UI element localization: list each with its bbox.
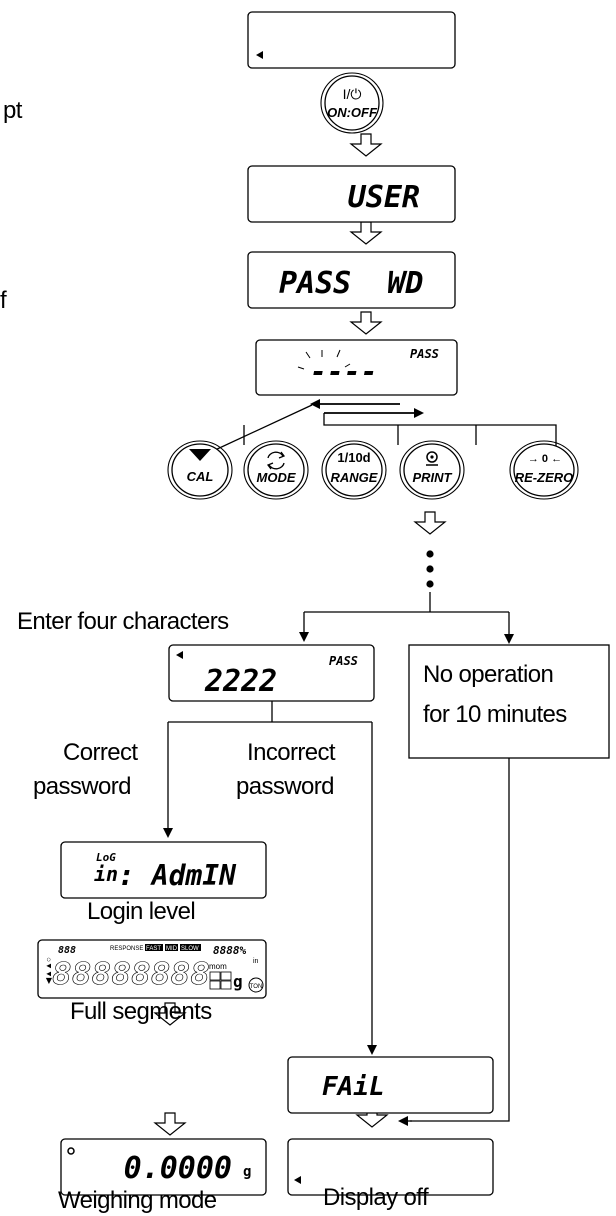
svg-text:I/⏻: I/⏻ — [343, 86, 362, 102]
cycle-icon — [266, 451, 286, 470]
login-level-label: Login level — [87, 898, 196, 925]
cut-off-text-1: pt — [3, 97, 22, 124]
blink-rays-icon — [297, 349, 351, 370]
incorrect-label-2: password — [236, 773, 335, 800]
svg-text:→ 0 ←: → 0 ← — [528, 453, 562, 465]
timeout-line — [410, 758, 510, 1122]
display-entered-password: PASS 2222 — [168, 644, 375, 702]
display-initial — [247, 11, 456, 69]
svg-text:1/10d: 1/10d — [337, 450, 370, 465]
correct-label-2: password — [33, 773, 132, 800]
enter-four-characters-label: Enter four characters — [17, 608, 229, 635]
no-operation-label-2: for 10 minutes — [423, 701, 567, 728]
branch-lines — [304, 592, 509, 613]
display-login-level: LoG in : AdmIN — [60, 841, 267, 899]
on-off-key[interactable]: I/⏻ ON:OFF — [320, 72, 384, 134]
svg-text:ON:OFF: ON:OFF — [327, 105, 378, 120]
svg-text:PRINT: PRINT — [413, 470, 453, 485]
display-weighing-mode: 0.0000 g — [60, 1138, 267, 1196]
svg-text:RANGE: RANGE — [331, 470, 378, 485]
down-triangle-icon — [189, 449, 211, 461]
svg-text:CAL: CAL — [187, 469, 214, 484]
display-full-segments: ◀▲▲○ 888 RESPONSE FAST MID SLOW 8888% 88… — [37, 939, 267, 999]
svg-text:RE-ZERO: RE-ZERO — [515, 470, 574, 485]
full-segments-label: Full segments — [70, 998, 212, 1025]
mode-key[interactable]: MODE — [243, 440, 309, 500]
hollow-down-arrow-icon — [153, 1002, 187, 1026]
svg-text:TON: TON — [250, 984, 263, 990]
incorrect-label-1: Incorrect — [247, 739, 336, 766]
stable-indicator-icon — [256, 51, 263, 59]
svg-text:: AdmIN: : AdmIN — [118, 859, 237, 892]
display-off — [287, 1138, 494, 1196]
svg-text:PASS: PASS — [410, 347, 439, 361]
svg-text:RESPONSE: RESPONSE — [110, 946, 143, 952]
display-password-entry: PASS ---- — [255, 339, 458, 396]
svg-text:LoG: LoG — [96, 851, 116, 864]
key-connector-lines — [199, 404, 557, 458]
cut-off-text-2: f — [0, 287, 7, 314]
hollow-down-arrow-icon — [349, 221, 383, 245]
svg-text:FAST: FAST — [146, 946, 161, 952]
svg-text:MODE: MODE — [257, 470, 296, 485]
timeout-box — [408, 644, 610, 759]
tare-indicator-icon — [248, 977, 264, 993]
display-pass-wd: PASS WD — [247, 251, 456, 309]
hollow-down-arrow-icon — [349, 133, 383, 157]
password-branch-lines — [168, 701, 372, 723]
svg-text:SLOW: SLOW — [181, 946, 199, 952]
print-key[interactable]: PRINT — [399, 440, 465, 500]
svg-text:in: in — [94, 862, 118, 886]
svg-text:8888%: 8888% — [213, 944, 246, 957]
stable-indicator-icon — [176, 651, 183, 659]
side-indicator-icons: ◀▲▲○ — [44, 957, 53, 984]
stable-indicator-icon — [294, 1176, 301, 1184]
hollow-down-arrow-icon — [413, 511, 447, 535]
no-operation-label-1: No operation — [423, 661, 554, 688]
display-fail: FAiL — [287, 1056, 494, 1114]
svg-text:0.0000: 0.0000 — [124, 1151, 232, 1186]
svg-text:mom: mom — [209, 962, 227, 971]
svg-text:888: 888 — [58, 945, 76, 956]
hollow-down-arrow-icon — [153, 1112, 187, 1136]
cal-key[interactable]: CAL — [167, 440, 233, 500]
svg-text:g: g — [233, 972, 243, 991]
display-off-label: Display off — [323, 1184, 429, 1211]
hollow-down-arrow-icon — [349, 311, 383, 335]
svg-text:88888888: 88888888 — [52, 957, 210, 992]
display-user: USER — [247, 165, 456, 223]
svg-text:g: g — [243, 1164, 251, 1180]
range-key[interactable]: 1/10d RANGE — [321, 440, 387, 500]
svg-text:MID: MID — [166, 946, 178, 952]
svg-text:USER: USER — [348, 180, 420, 215]
svg-text:----: ---- — [310, 355, 377, 388]
print-target-icon — [426, 451, 438, 466]
svg-text:2222: 2222 — [204, 664, 277, 699]
zero-indicator-icon — [67, 1147, 75, 1155]
svg-text:in: in — [253, 958, 259, 965]
rezero-key[interactable]: → 0 ← RE-ZERO — [509, 440, 579, 500]
vertical-ellipsis-icon — [426, 550, 434, 588]
flow-arrow-icons — [153, 133, 447, 1136]
svg-text:PASS WD: PASS WD — [279, 266, 424, 301]
svg-text:FAiL: FAiL — [322, 1072, 385, 1102]
svg-text:PASS: PASS — [329, 654, 358, 668]
weighing-mode-label: Weighing mode — [58, 1187, 217, 1214]
correct-label-1: Correct — [63, 739, 138, 766]
